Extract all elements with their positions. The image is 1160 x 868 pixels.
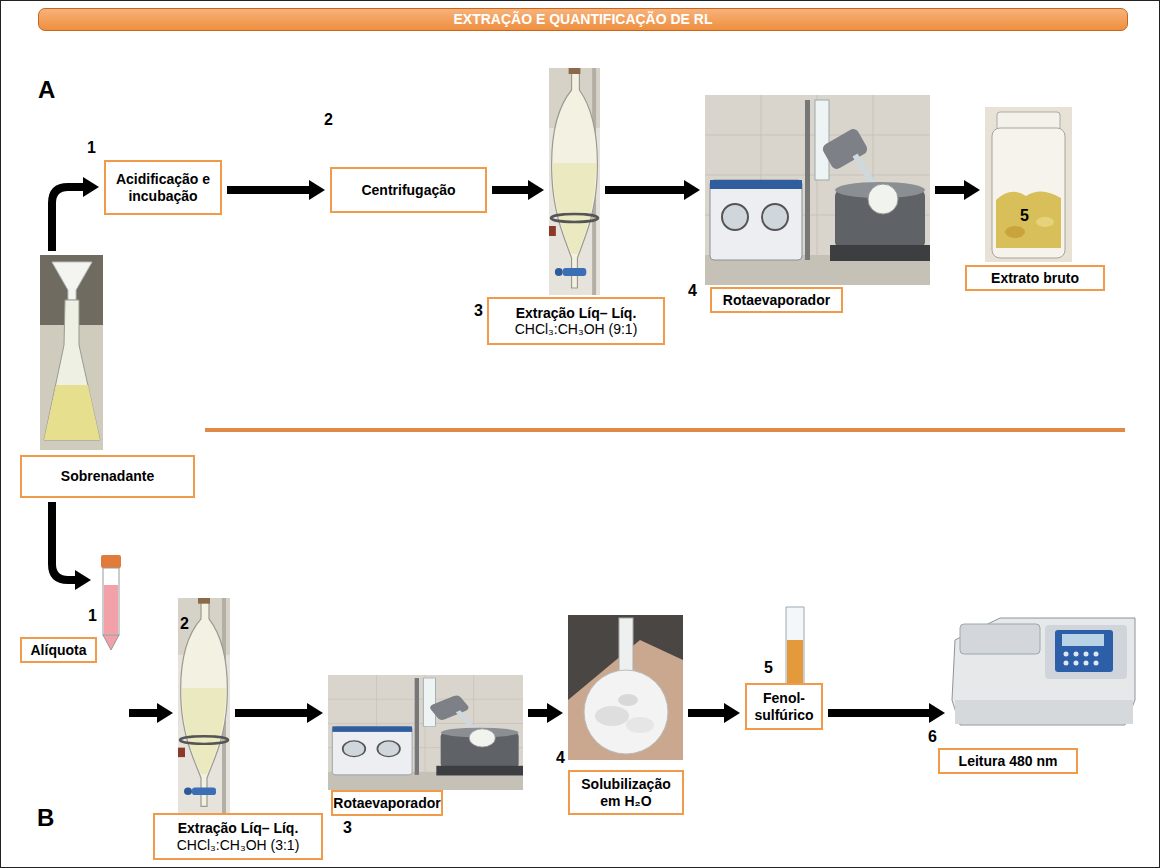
label-box: Extração Líq– Líq.CHCl₃:CH₃OH (3:1) — [153, 813, 323, 860]
step-name: Acidificação e incubação — [111, 171, 215, 203]
label-box: Leitura 480 nm — [938, 748, 1078, 774]
arrow-shaft — [688, 709, 725, 717]
aliquot-tube-icon — [101, 555, 121, 650]
arrow-shaft — [935, 186, 965, 194]
label-box: Rotaevaporador — [710, 287, 843, 313]
process-box: Fenol-sulfúrico — [745, 683, 823, 730]
flow-arrow — [828, 703, 945, 723]
step-name: Extração Líq– Líq. — [516, 305, 637, 321]
flow-arrow — [52, 177, 99, 251]
flow-arrow — [235, 703, 323, 723]
process-step: Rotaevaporador — [328, 675, 523, 790]
spectrophotometer-icon — [952, 618, 1135, 725]
step-name: Rotaevaporador — [723, 292, 830, 308]
step-name: Sobrenadante — [61, 468, 154, 484]
arrow-head — [75, 570, 91, 590]
process-step: Sobrenadante — [20, 255, 195, 498]
label-box: Rotaevaporador — [331, 790, 443, 816]
step-name: Leitura 480 nm — [959, 753, 1058, 769]
step-number: 6 — [928, 729, 937, 745]
step-detail: CHCl₃:CH₃OH (9:1) — [515, 321, 638, 337]
label-box: Solubilização em H₂O — [568, 770, 684, 815]
step-number: 4 — [556, 750, 565, 766]
arrow-head — [684, 180, 700, 200]
step-name: Extrato bruto — [991, 270, 1079, 286]
label-box: Alíquota — [20, 637, 97, 663]
flow-arrow — [52, 502, 91, 590]
divider-line — [205, 428, 1125, 432]
step-number: 3 — [474, 303, 483, 319]
section-letter: B — [37, 806, 54, 830]
step-number: 5 — [1020, 208, 1029, 224]
step-number: 1 — [87, 140, 96, 156]
title-bar: EXTRAÇÃO E QUANTIFICAÇÃO DE RL — [38, 8, 1128, 31]
process-box: Acidificação e incubação — [104, 160, 222, 215]
step-number: 5 — [764, 660, 773, 676]
step-detail: CHCl₃:CH₃OH (3:1) — [177, 837, 300, 853]
supernatant-flask-photo — [40, 255, 103, 450]
process-step: Extração Líq– Líq.CHCl₃:CH₃OH (9:1) — [549, 68, 600, 295]
flow-arrow — [129, 703, 173, 723]
separatory-funnel-photo — [549, 68, 600, 295]
rotary-evaporator-photo — [328, 675, 523, 790]
step-name: Centrifugação — [361, 182, 455, 198]
step-name: Rotaevaporador — [333, 795, 440, 811]
arrow-shaft — [129, 709, 158, 717]
arrow-head — [724, 703, 740, 723]
arrow-shaft — [828, 709, 930, 717]
step-name: Extração Líq– Líq. — [178, 820, 299, 836]
flow-arrow — [492, 180, 544, 200]
step-name: Fenol-sulfúrico — [752, 690, 816, 722]
flow-arrow — [528, 703, 563, 723]
section-letter: A — [38, 78, 55, 102]
flow-arrow — [688, 703, 740, 723]
arrow-shaft — [227, 186, 310, 194]
step-name: Solubilização em H₂O — [575, 776, 677, 808]
rotary-evaporator-photo — [705, 95, 930, 285]
arrow-shaft — [528, 709, 548, 717]
flow-arrow — [605, 180, 700, 200]
arrow-shaft — [52, 502, 76, 580]
arrow-head — [157, 703, 173, 723]
separatory-funnel-photo — [178, 598, 230, 813]
flow-arrow — [227, 180, 325, 200]
step-name: Alíquota — [31, 642, 87, 658]
process-step: Solubilização em H₂O — [568, 615, 683, 760]
arrow-head — [309, 180, 325, 200]
process-box: Centrifugação — [330, 167, 487, 213]
arrow-shaft — [235, 709, 308, 717]
arrow-head — [83, 177, 99, 197]
arrow-shaft — [492, 186, 529, 194]
process-step: Leitura 480 nm — [950, 615, 1138, 728]
arrow-head — [528, 180, 544, 200]
arrow-shaft — [52, 187, 84, 251]
title-text: EXTRAÇÃO E QUANTIFICAÇÃO DE RL — [454, 12, 713, 27]
process-step: Alíquota — [96, 555, 124, 720]
step-number: 3 — [343, 820, 352, 836]
step-number: 2 — [180, 616, 189, 632]
arrow-head — [929, 703, 945, 723]
arrow-shaft — [605, 186, 685, 194]
arrow-head — [307, 703, 323, 723]
label-box: Extrato bruto — [965, 265, 1105, 291]
arrow-head — [964, 180, 980, 200]
step-number: 4 — [688, 283, 697, 299]
process-step: Rotaevaporador — [705, 95, 930, 285]
step-number: 2 — [324, 112, 333, 128]
step-number: 1 — [88, 608, 97, 624]
round-flask-photo — [568, 615, 683, 760]
label-box: Extração Líq– Líq.CHCl₃:CH₃OH (9:1) — [487, 297, 665, 345]
arrow-head — [547, 703, 563, 723]
crude-extract-photo — [985, 107, 1072, 262]
label-box: Sobrenadante — [20, 455, 195, 498]
process-step: Extrato bruto — [985, 107, 1072, 262]
flow-arrow — [935, 180, 980, 200]
